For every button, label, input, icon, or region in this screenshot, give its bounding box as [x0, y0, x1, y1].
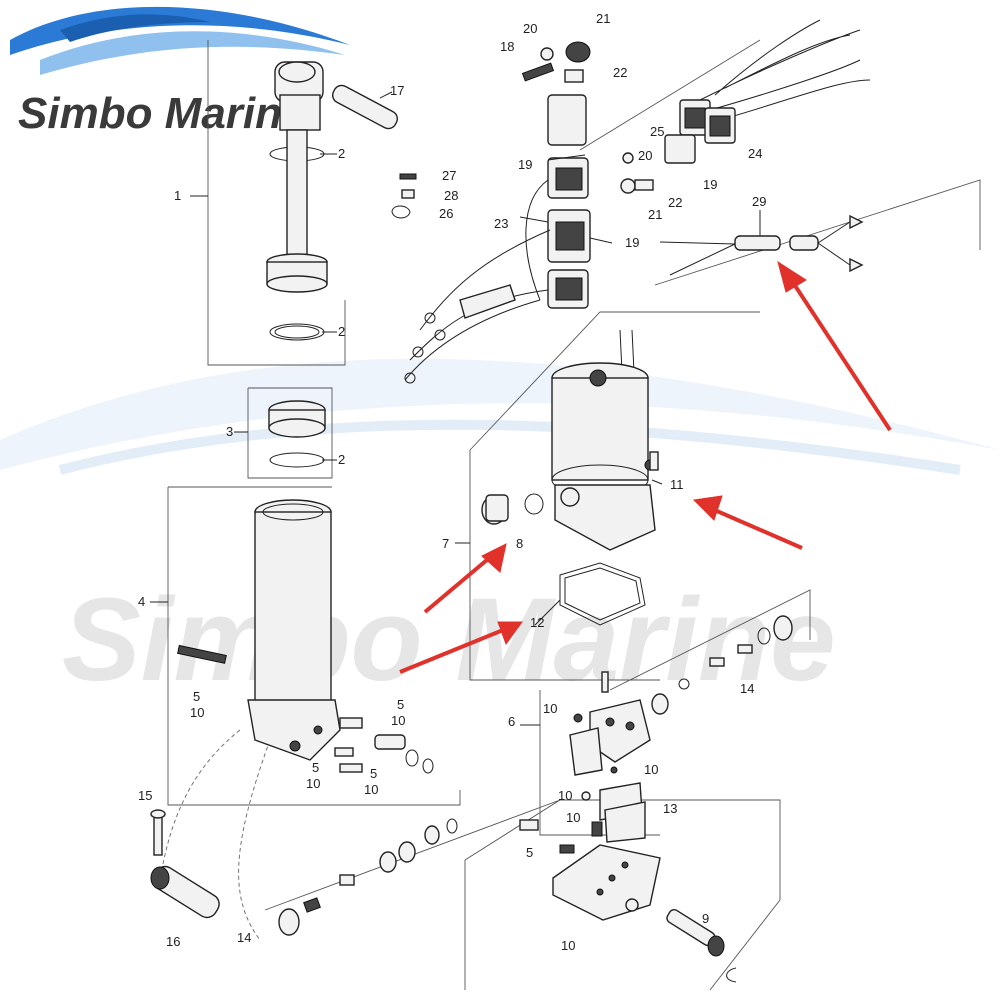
part-label-p10a: 10: [190, 705, 204, 720]
part-label-p10i: 10: [561, 938, 575, 953]
part-label-p23: 23: [494, 216, 508, 231]
part-label-p10g: 10: [558, 788, 572, 803]
part-label-p2a: 2: [338, 146, 345, 161]
part-label-p10b: 10: [391, 713, 405, 728]
part-label-p7: 7: [442, 536, 449, 551]
part-label-p5c: 5: [312, 760, 319, 775]
arrow-to-plug-8: [423, 543, 507, 614]
part-label-p10f: 10: [644, 762, 658, 777]
part-label-p8: 8: [516, 536, 523, 551]
part-label-p18: 18: [500, 39, 514, 54]
part-label-p22b: 22: [668, 195, 682, 210]
part-label-p28: 28: [444, 188, 458, 203]
part-label-p12: 12: [530, 615, 544, 630]
part-label-p14a: 14: [740, 681, 754, 696]
watermark-waves: [0, 358, 1000, 475]
part-label-p6: 6: [508, 714, 515, 729]
part-label-p21b: 21: [648, 207, 662, 222]
part-label-p10c: 10: [306, 776, 320, 791]
wire-harness-29: [659, 214, 864, 276]
part-label-p5e: 5: [526, 845, 533, 860]
part-label-p21a: 21: [596, 11, 610, 26]
relay-harness: [404, 41, 591, 384]
pump-motor: [481, 329, 659, 693]
part-label-p20a: 20: [523, 21, 537, 36]
part-label-p19b: 19: [625, 235, 639, 250]
part-label-p5a: 5: [193, 689, 200, 704]
arrow-to-gasket-12: [399, 621, 523, 674]
valve-row-14b: [278, 818, 575, 936]
part-label-p20b: 20: [638, 148, 652, 163]
part-label-p17: 17: [390, 83, 404, 98]
part-label-p19c: 19: [703, 177, 717, 192]
part-label-p9: 9: [702, 911, 709, 926]
part-label-p5d: 5: [370, 766, 377, 781]
part-label-p25: 25: [650, 124, 664, 139]
relay-pack-24: [620, 19, 871, 194]
part-label-p2c: 2: [338, 452, 345, 467]
mounting-pin: [150, 809, 220, 919]
part-label-p2b: 2: [338, 324, 345, 339]
part-label-p3: 3: [226, 424, 233, 439]
part-label-p16: 16: [166, 934, 180, 949]
part-label-p10d: 10: [364, 782, 378, 797]
part-label-p1: 1: [174, 188, 181, 203]
part-label-p5b: 5: [397, 697, 404, 712]
part-label-p19a: 19: [518, 157, 532, 172]
assembly-guide-dashes: [159, 729, 271, 941]
part-label-p13: 13: [663, 801, 677, 816]
part-label-p29: 29: [752, 194, 766, 209]
part-label-p22a: 22: [613, 65, 627, 80]
fasteners-26-28: [391, 173, 417, 219]
brand-name: Simbo Marine: [18, 89, 307, 138]
part-label-p10e: 10: [543, 701, 557, 716]
highlight-arrows: [399, 260, 892, 674]
part-label-p14b: 14: [237, 930, 251, 945]
manifold-assembly: [552, 699, 737, 983]
valve-components-left: [334, 717, 434, 774]
watermark-text: Simbo Marine: [62, 574, 836, 706]
leader-lines: [150, 91, 761, 726]
arrow-to-harness-29: [777, 260, 892, 432]
part-label-p4: 4: [138, 594, 145, 609]
part-label-p11: 11: [670, 477, 684, 492]
arrow-to-bolt-11: [692, 495, 803, 550]
valve-row-14a: [651, 615, 793, 715]
part-label-p26: 26: [439, 206, 453, 221]
trim-ram-assembly: [177, 61, 399, 761]
part-label-p15: 15: [138, 788, 152, 803]
part-label-p27: 27: [442, 168, 456, 183]
part-label-p10h: 10: [566, 810, 580, 825]
part-label-p24: 24: [748, 146, 762, 161]
brand-logo: [10, 6, 350, 75]
